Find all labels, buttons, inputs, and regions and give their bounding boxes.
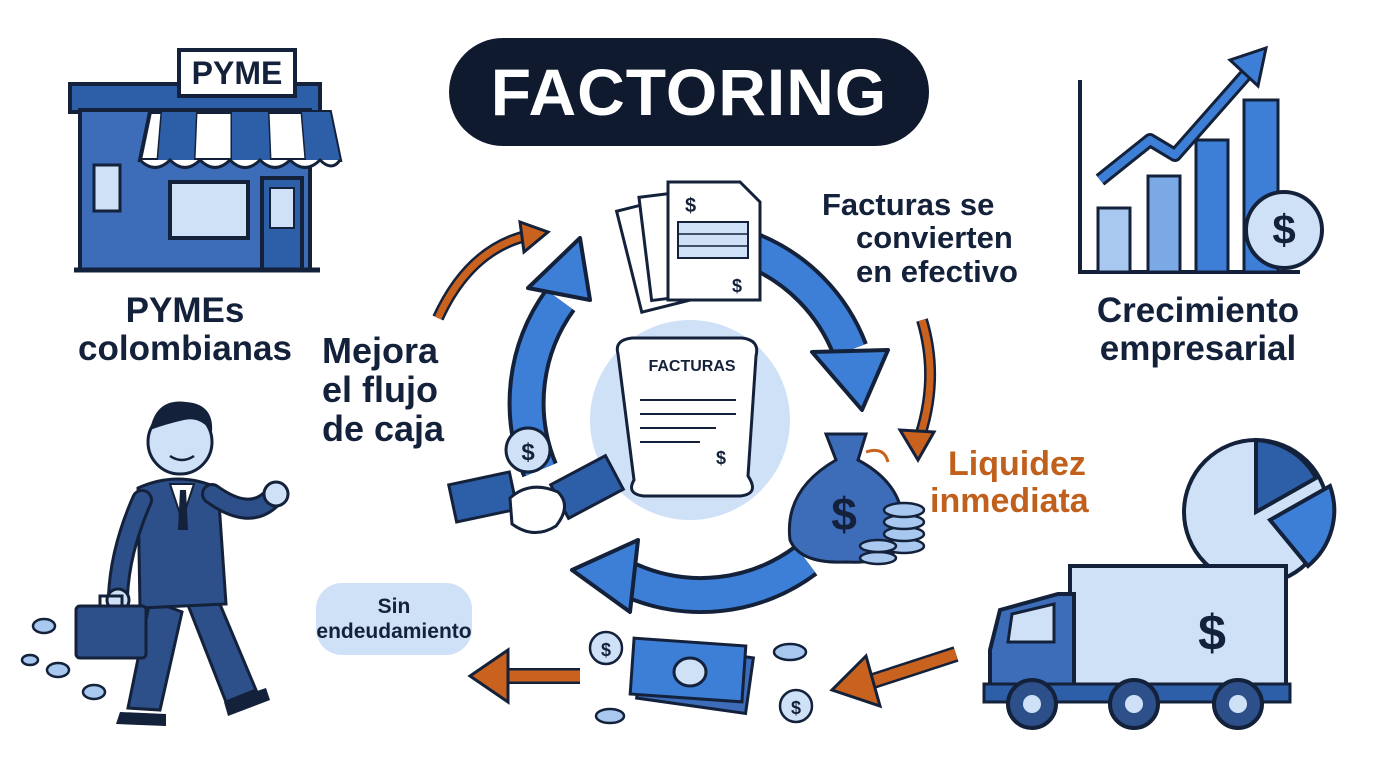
scroll-invoice-icon: $: [615, 336, 759, 498]
liquidez-label-line1: Liquidez: [948, 445, 1086, 483]
liquidez-label: Liquidez inmediata: [930, 446, 1130, 519]
growth-chart-icon: $: [1078, 45, 1324, 274]
facturas-label-line2: convierten: [856, 220, 1013, 256]
svg-text:$: $: [732, 276, 742, 296]
crecimiento-label-line2: empresarial: [1099, 328, 1297, 368]
cash-bills-icon: $ $: [588, 630, 814, 725]
liquidez-label-line2: inmediata: [930, 481, 1089, 520]
svg-text:$: $: [1272, 206, 1295, 253]
facturas-label: Facturas se convierten en efectivo: [812, 187, 1048, 289]
svg-text:$: $: [791, 698, 801, 718]
svg-text:$: $: [1198, 605, 1226, 661]
mejora-label-line2: el flujo: [322, 368, 438, 410]
facturas-label-line1: Facturas se: [822, 187, 995, 222]
mejora-label-line1: Mejora: [322, 330, 439, 371]
pie-chart-icon: [1182, 437, 1337, 586]
scroll-invoice-title: FACTURAS: [648, 358, 736, 375]
pymes-label-line1: PYMEs: [125, 291, 245, 330]
pymes-label-line2: colombianas: [78, 328, 292, 368]
sin-label-line1: Sin: [377, 594, 411, 618]
store-icon: [68, 82, 343, 273]
handshake-icon: $: [446, 426, 626, 534]
mejora-label-line3: de caja: [322, 407, 445, 449]
sin-label-line2: endeudamiento: [316, 620, 472, 643]
mejora-label: Mejora el flujo de caja: [322, 330, 472, 449]
crecimiento-label-line1: Crecimiento: [1096, 291, 1300, 330]
delivery-truck-icon: $: [982, 564, 1292, 730]
facturas-label-line3: en efectivo: [856, 253, 1018, 289]
shop-sign: PYME: [177, 48, 297, 98]
bottom-flow-arrows: [467, 646, 959, 709]
sin-endeudamiento-badge: Sin endeudamiento: [316, 583, 472, 655]
businessman-icon: [20, 401, 290, 726]
svg-text:$: $: [685, 195, 696, 217]
crecimiento-label: Crecimiento empresarial: [1078, 292, 1318, 368]
svg-text:$: $: [601, 640, 611, 660]
title-banner: FACTORING: [449, 38, 929, 146]
svg-text:$: $: [716, 448, 726, 468]
svg-text:$: $: [521, 439, 535, 466]
invoice-stack-icon: $ $: [614, 180, 762, 314]
svg-text:$: $: [831, 488, 857, 540]
money-bag-icon: $: [787, 432, 926, 566]
pymes-label: PYMEs colombianas: [40, 292, 330, 368]
